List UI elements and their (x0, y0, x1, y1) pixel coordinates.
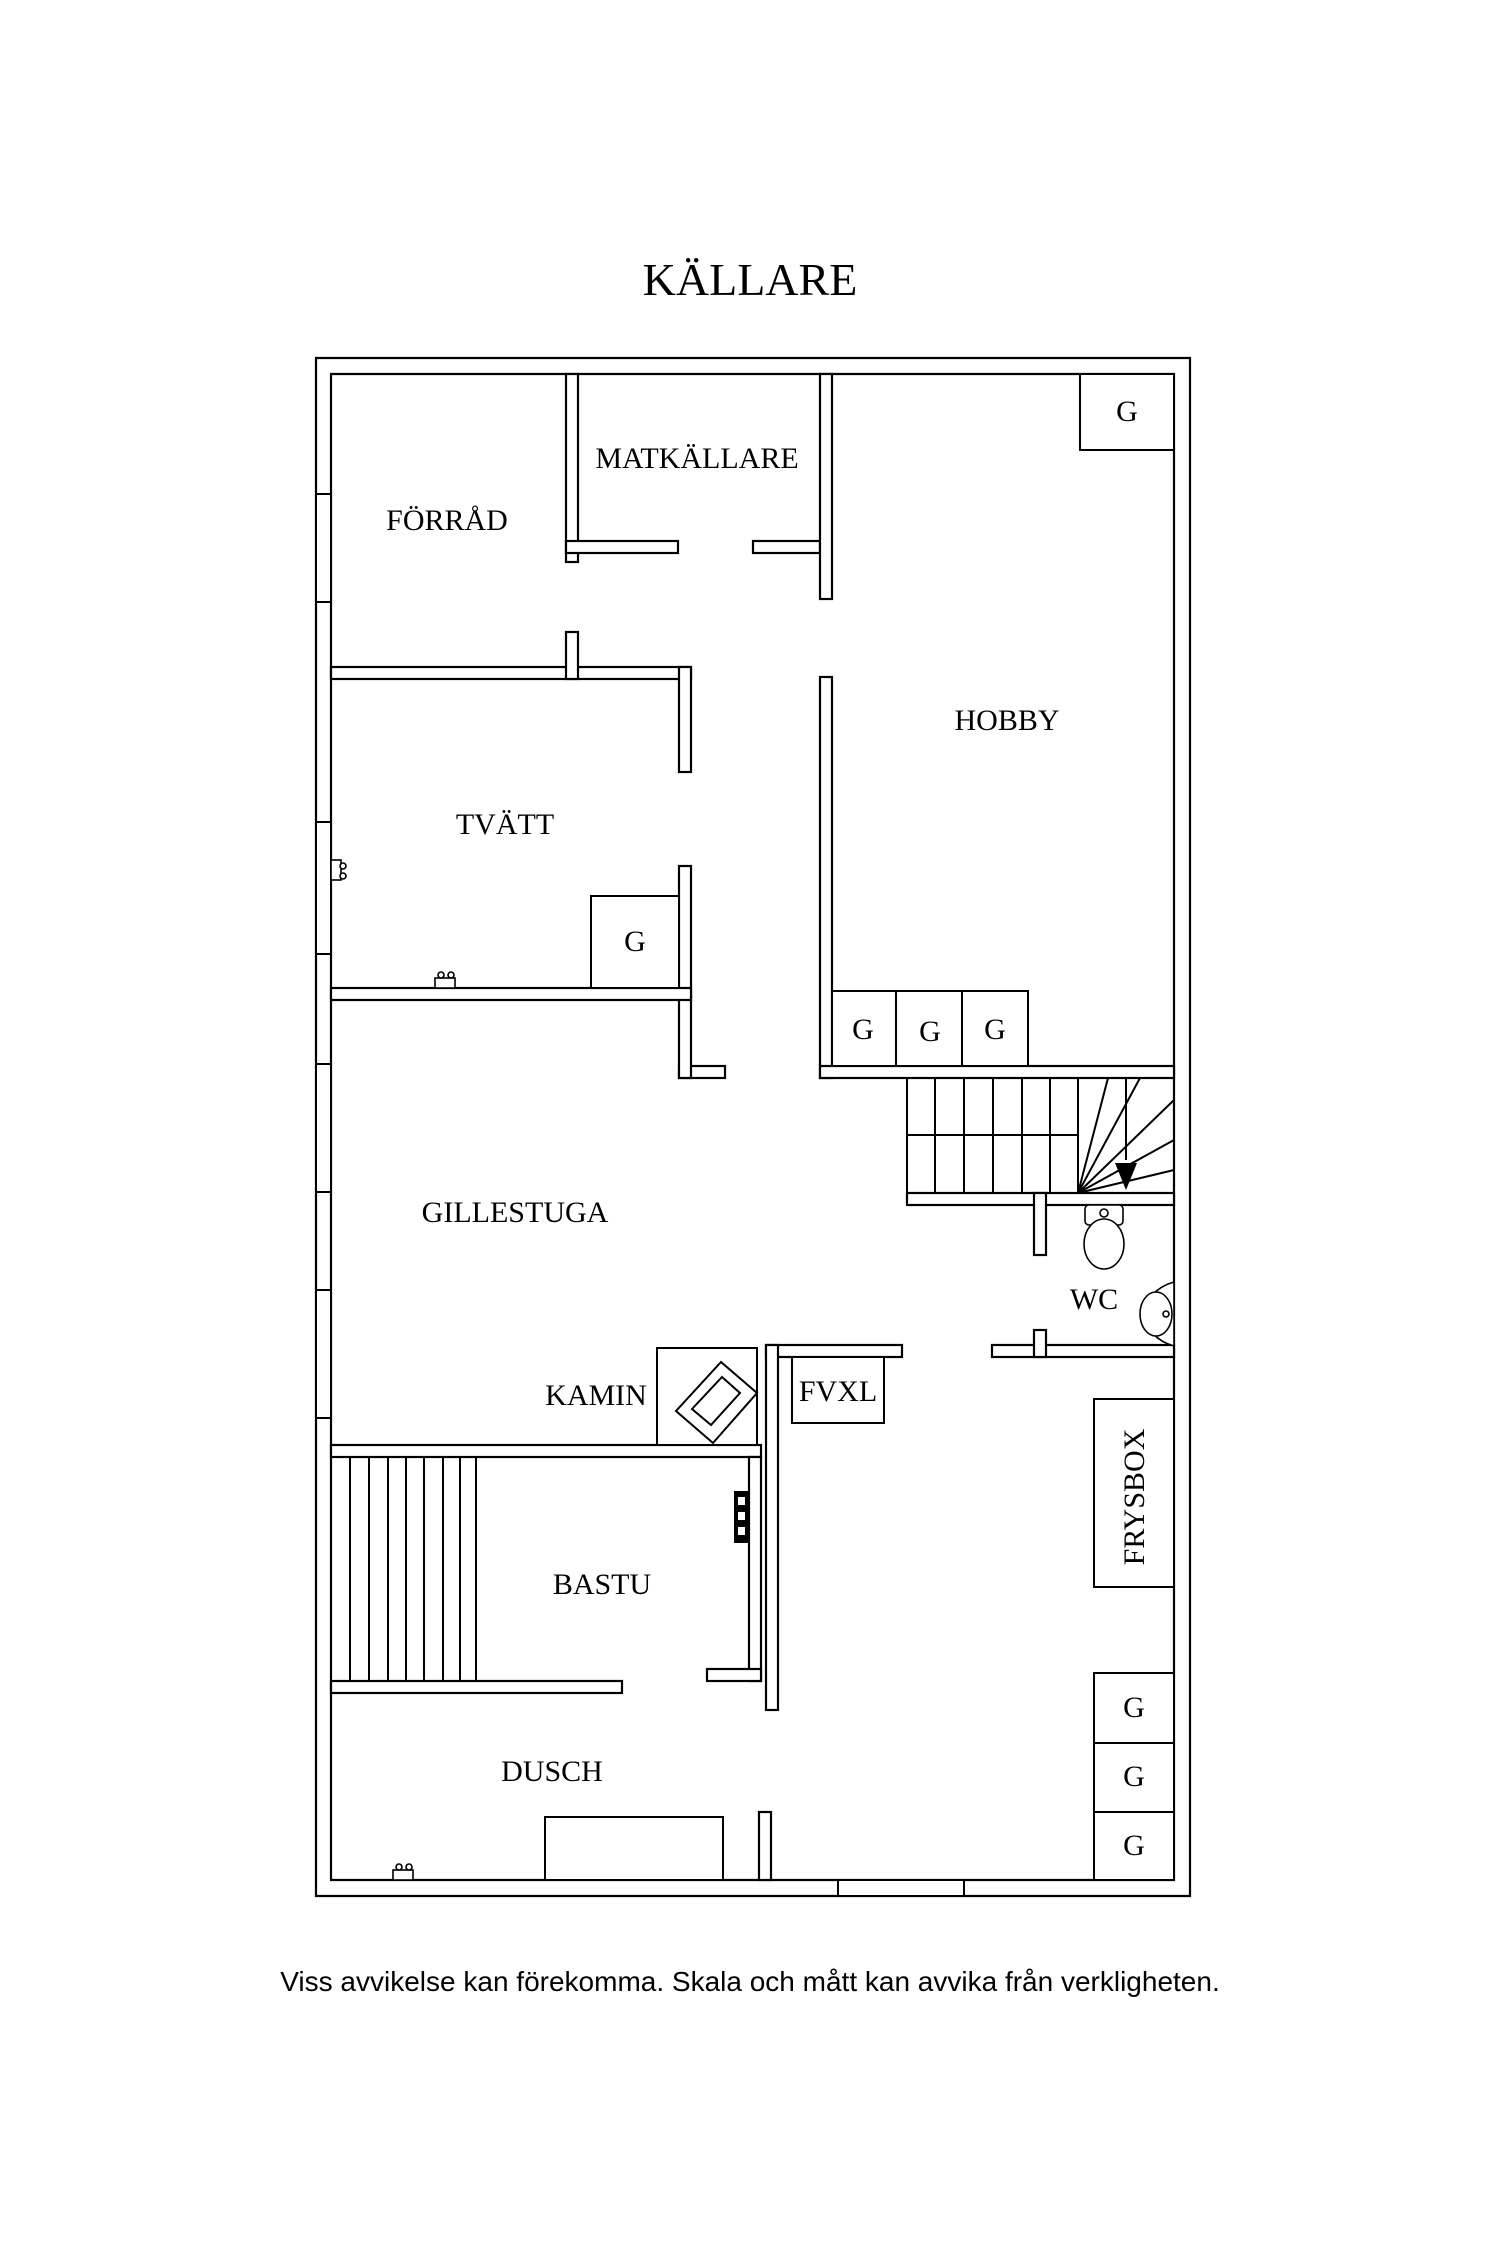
interior-walls (329, 372, 1176, 1882)
wall (818, 675, 834, 1080)
closet-label: G (852, 1013, 874, 1046)
staircase-upper (906, 1077, 1175, 1194)
closet (961, 990, 1029, 1067)
sauna-heater-icon (734, 1491, 749, 1543)
wall (329, 1443, 763, 1459)
wall (818, 1064, 1176, 1080)
closets: G G G G G G G G (590, 373, 1175, 1881)
room-label-gillestuga: GILLESTUGA (422, 1196, 609, 1229)
window (315, 1063, 332, 1193)
room-label-kamin: KAMIN (545, 1379, 647, 1412)
wall (764, 1343, 904, 1359)
room-label-fvxl: FVXL (799, 1375, 877, 1408)
wall (764, 1343, 780, 1712)
wall (757, 1810, 773, 1882)
wall (705, 1667, 763, 1683)
room-label-forrad: FÖRRÅD (386, 504, 508, 537)
wall (990, 1343, 1176, 1359)
closet-label: G (1123, 1829, 1145, 1862)
room-label-wc: WC (1070, 1283, 1118, 1316)
closet (1093, 1811, 1175, 1881)
plan-title: KÄLLARE (643, 254, 858, 305)
window (315, 821, 332, 955)
wall (751, 539, 822, 555)
stair-arrow-icon (1115, 1163, 1137, 1190)
disclaimer-text: Viss avvikelse kan förekomma. Skala och … (280, 1966, 1220, 1997)
wall (329, 1679, 624, 1695)
wall (1032, 1191, 1048, 1257)
room-label-tvatt: TVÄTT (456, 808, 554, 841)
sink-icon (1139, 1280, 1175, 1348)
window-bottom (837, 1879, 965, 1897)
closet-label: G (624, 925, 646, 958)
drain-icon (330, 859, 347, 881)
wall (747, 1455, 763, 1683)
wall (818, 372, 834, 601)
frysbox-unit (1093, 1398, 1175, 1588)
closet-label: G (1123, 1691, 1145, 1724)
drain-icon (434, 971, 456, 989)
room-label-frysbox: FRYSBOX (1118, 1428, 1151, 1565)
staircase-lower (330, 1456, 477, 1682)
wall (677, 864, 693, 999)
closet (1093, 1742, 1175, 1813)
wall (677, 665, 693, 774)
toilet-icon (1083, 1204, 1125, 1270)
windows-left (315, 493, 332, 1419)
closet-label: G (984, 1013, 1006, 1046)
closet-label: G (919, 1015, 941, 1048)
room-label-matkallare: MATKÄLLARE (595, 442, 798, 475)
room-label-hobby: HOBBY (954, 704, 1059, 737)
wall (564, 372, 580, 564)
fireplace-icon (656, 1347, 759, 1446)
closet (590, 895, 680, 989)
closet-label: G (1123, 1760, 1145, 1793)
wall (564, 630, 580, 681)
room-label-bastu: BASTU (553, 1568, 652, 1601)
window (315, 493, 332, 603)
window (315, 1289, 332, 1419)
closet (1079, 373, 1175, 451)
wall (564, 539, 680, 555)
closet (831, 990, 897, 1067)
wall (329, 665, 693, 681)
fvxl-unit (791, 1356, 885, 1424)
shower-tray (544, 1816, 724, 1881)
room-label-dusch: DUSCH (501, 1755, 603, 1788)
wall (329, 986, 693, 1002)
wall (1032, 1328, 1048, 1359)
drain-icon (392, 1863, 414, 1881)
wall (677, 995, 693, 1080)
closet-label: G (1116, 395, 1138, 428)
